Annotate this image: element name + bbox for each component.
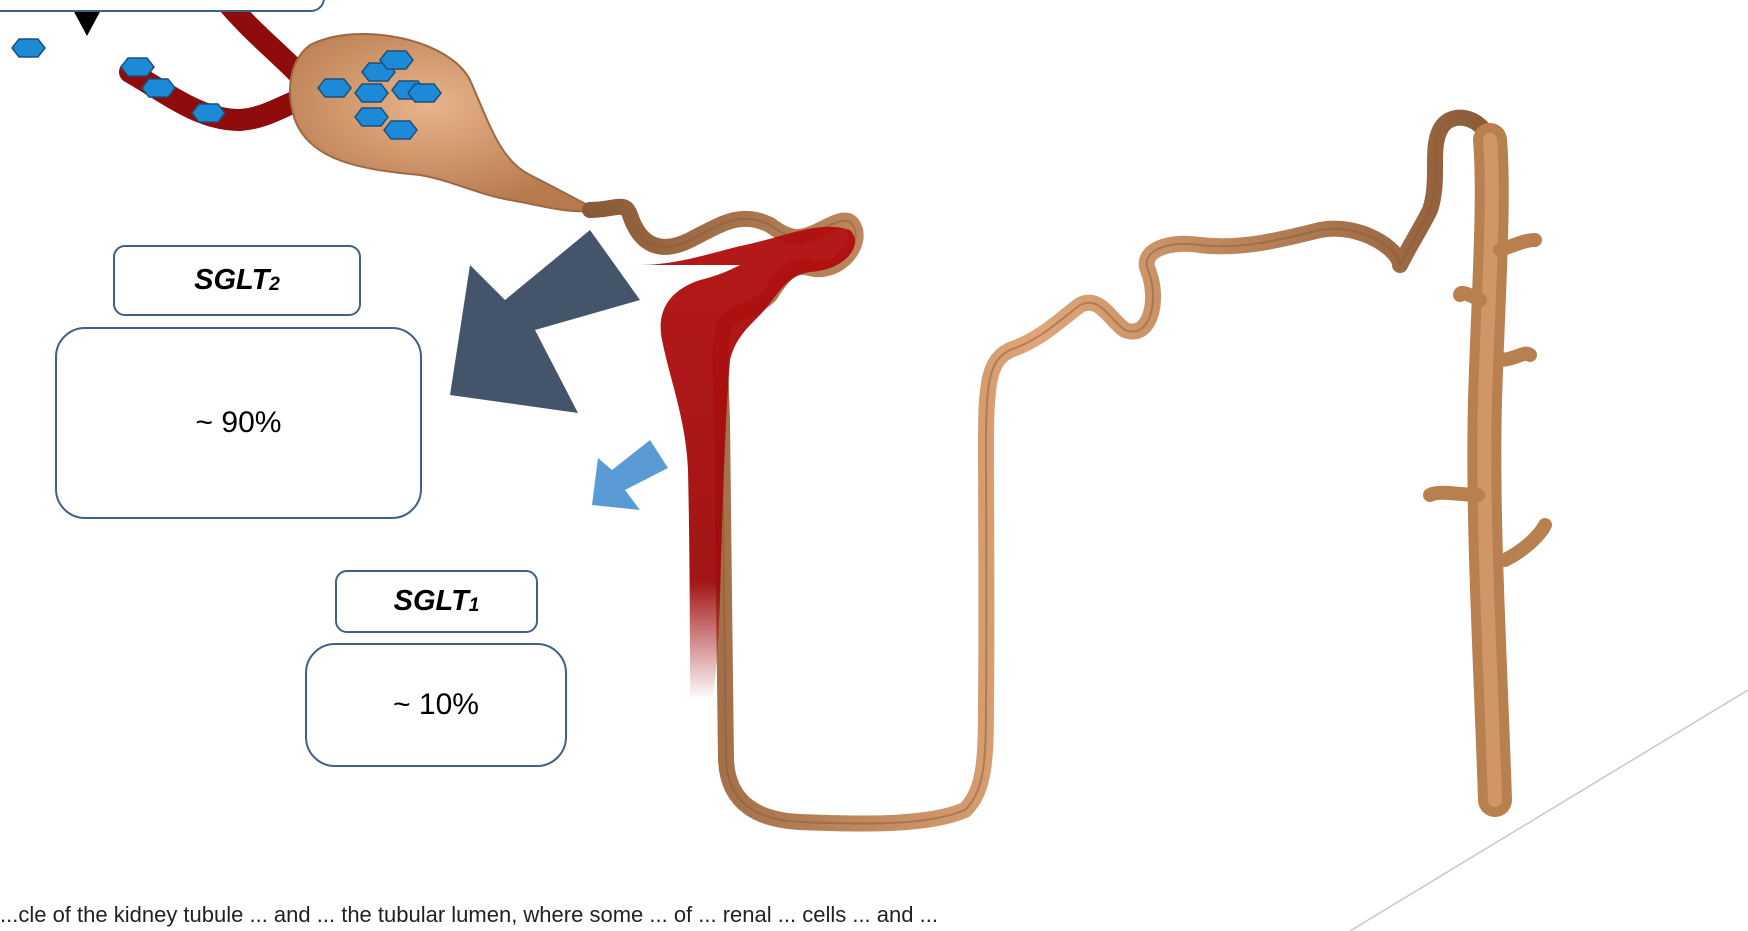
sglt2-arrow [450, 230, 640, 413]
hexagon-glucose-icon [192, 104, 225, 122]
hexagon-glucose-icon [318, 79, 351, 97]
sglt1-subscript: 1 [469, 595, 480, 617]
bowman-capsule [290, 34, 600, 211]
sglt1-name: SGLT [394, 585, 469, 618]
slide-edge-line [1350, 690, 1748, 931]
sglt1-percent-box: ~ 10% [305, 643, 567, 767]
hexagon-glucose-icon [355, 84, 388, 102]
collecting-duct [1430, 140, 1545, 800]
arterioles [130, 0, 315, 120]
sglt2-subscript: 2 [269, 274, 280, 296]
sglt1-arrow [592, 440, 668, 510]
peritubular-vessel [640, 227, 855, 700]
hexagon-glucose-icon [380, 51, 413, 69]
hexagon-glucose-icon [384, 121, 417, 139]
legend-box [0, 0, 325, 12]
hexagon-glucose-icon [142, 79, 175, 97]
sglt2-name: SGLT [194, 264, 269, 297]
hexagon-glucose-icon [355, 108, 388, 126]
hexagon-glucose-icon [121, 58, 154, 76]
sglt1-percent: ~ 10% [393, 688, 479, 722]
caption-text: ...cle of the kidney tubule ... and ... … [0, 902, 1600, 931]
sglt2-percent: ~ 90% [196, 406, 282, 440]
hexagon-glucose-icon [408, 84, 441, 102]
down-triangle-icon [72, 8, 102, 36]
hexagon-glucose-icon [12, 39, 45, 57]
sglt2-percent-box: ~ 90% [55, 327, 422, 519]
